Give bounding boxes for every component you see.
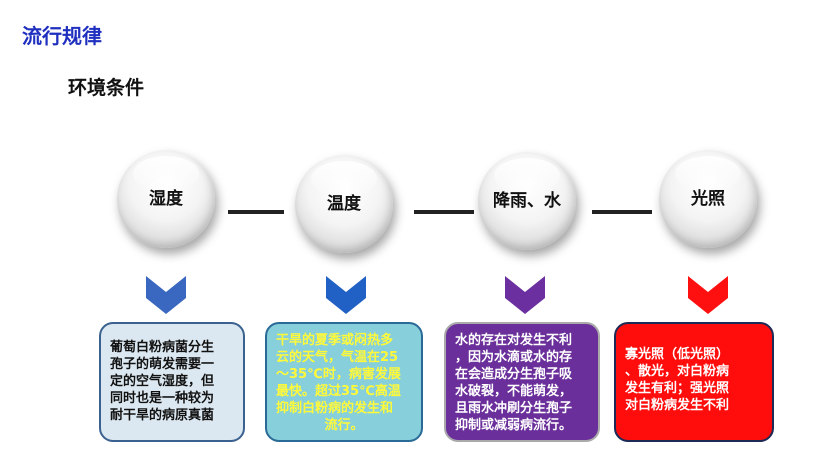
card-line: 水破裂，不能萌发，: [455, 384, 573, 399]
card-line: 寡光照（低光照）: [625, 347, 730, 362]
card-line: 且雨水冲刷分生孢子: [455, 401, 573, 416]
chevron-shape: [326, 276, 366, 314]
factor-node-temperature: 温度: [295, 155, 393, 253]
factor-node-humidity: 湿度: [117, 150, 215, 248]
factor-label: 光照: [691, 189, 725, 209]
card-line: 云的天气，气温在25: [276, 350, 399, 365]
card-line: 孢子的萌发需要一: [110, 357, 215, 372]
card-line: 在会造成分生孢子吸: [455, 367, 573, 382]
card-line: 抑制或减弱病流行。: [455, 418, 573, 433]
info-card-humidity: 葡萄白粉病菌分生 孢子的萌发需要一 定的空气湿度，但 同时也是一种较为 耐干旱的…: [99, 322, 245, 442]
chevron-down-icon: [688, 276, 728, 314]
factor-node-light: 光照: [659, 150, 757, 248]
page-title: 流行规律: [22, 24, 102, 48]
chevron-shape: [505, 276, 545, 314]
info-card-rain: 水的存在对发生不利 ，因为水滴或水的存 在会造成分生孢子吸 水破裂，不能萌发， …: [444, 322, 600, 442]
chevron-shape: [688, 276, 728, 314]
section-title: 环境条件: [68, 77, 145, 99]
card-line: 发生有利；强光照: [625, 381, 730, 396]
chevron-down-icon: [326, 276, 366, 314]
card-line: 定的空气湿度，但: [110, 374, 215, 389]
card-line: 葡萄白粉病菌分生: [110, 340, 215, 355]
card-line: 、散光，对白粉病: [625, 364, 730, 379]
card-line: 抑制白粉病的发生和: [276, 401, 394, 416]
card-line: 水的存在对发生不利: [455, 333, 573, 348]
chevron-down-icon: [505, 276, 545, 314]
card-line: 最快。超过35℃高温: [276, 384, 401, 399]
chevron-shape: [146, 276, 186, 314]
connector-line: [592, 210, 652, 214]
card-line: 干旱的夏季或闷热多: [276, 333, 394, 348]
connector-line: [414, 210, 474, 214]
factor-node-rain: 降雨、水: [478, 152, 576, 250]
card-line: 耐干旱的病原真菌: [110, 408, 215, 423]
factor-label: 湿度: [149, 189, 183, 209]
card-line: 流行。: [324, 418, 364, 433]
connector-line: [228, 210, 284, 214]
card-line: 同时也是一种较为: [110, 391, 215, 406]
info-card-light: 寡光照（低光照） 、散光，对白粉病 发生有利；强光照 对白粉病发生不利: [614, 322, 774, 442]
factor-label: 温度: [327, 194, 361, 214]
card-line: 对白粉病发生不利: [625, 398, 730, 413]
chevron-down-icon: [146, 276, 186, 314]
info-card-temperature: 干旱的夏季或闷热多 云的天气，气温在25 ～35℃时，病害发展 最快。超过35℃…: [265, 322, 423, 442]
card-line: ，因为水滴或水的存: [455, 350, 573, 365]
card-line: ～35℃时，病害发展: [276, 367, 401, 382]
factor-label: 降雨、水: [493, 191, 561, 211]
